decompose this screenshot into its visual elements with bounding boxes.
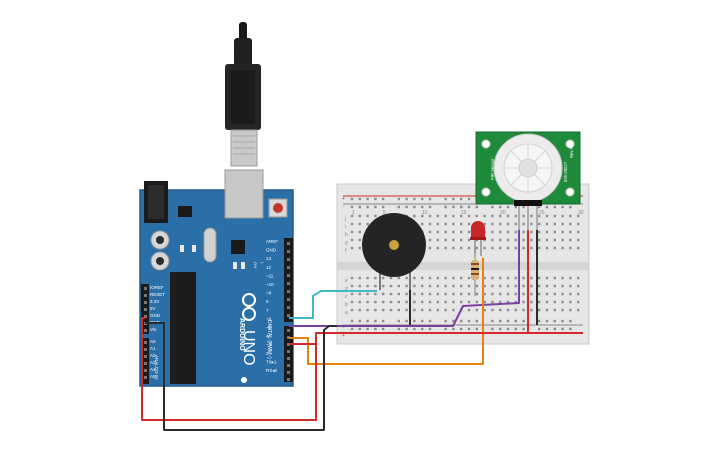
digital-pin-label: ~3 [266,342,272,347]
row-letter: i [345,224,346,230]
analog-pin-label: A4 [150,367,156,372]
power-pin-label: GND [150,313,161,318]
usb-cable-icon [225,22,261,167]
analog-label: ANALOG IN [154,355,159,380]
digital-pin-label: 4 [266,334,269,339]
svg-text:−: − [342,325,345,331]
row-letter: h [345,232,348,238]
pir-left-text: PIR Sensor [490,158,495,180]
digital-pin-label: ~11 [266,273,274,278]
pir-model-text: 555-28027 [563,161,568,182]
reset-button[interactable] [273,203,283,213]
row-letter: e [345,278,348,284]
digital-pin-label: RX◂0 [266,368,278,373]
analog-pin-label: A2 [150,353,156,358]
analog-pin-label: A5 [150,374,156,379]
power-pin-label: RESET [150,292,165,297]
pir-right-text: Rev A [569,147,574,158]
pir-sensor: PIR Sensor 555-28027 Rev A [475,131,581,300]
column-number: 1 [352,210,355,216]
wire-red-5v [141,317,317,421]
digital-pin-label: TX▸1 [266,359,277,364]
wires [141,230,583,431]
column-number: 10 [422,210,428,216]
breadboard-column-numbers: 1 5 10 15 20 25 30 [352,210,584,216]
arduino-board: ARDUINO UNO DIGITAL (PWM~) ANALOG IN ON … [139,169,294,387]
column-number: 30 [578,210,584,216]
digital-pin-label: 2 [266,351,269,356]
svg-text:+: + [342,196,345,202]
wire-orange [289,258,484,365]
l-label: L [260,262,265,265]
digital-label: DIGITAL (PWM~) [266,320,272,359]
power-pin-label: 3.3V [150,299,159,304]
on-label: ON [253,262,258,268]
wire-red-top [289,332,583,345]
svg-text:−: − [342,204,345,210]
pir-dome-icon [493,133,563,203]
wire-cyan [289,290,377,319]
arduino-board-name: UNO [240,330,257,366]
wire-black-gnd [145,322,337,431]
power-pin-label: Vin [150,327,157,332]
digital-pin-label: 13 [266,256,272,261]
row-letter: f [345,248,347,254]
digital-pin-label: AREF [266,239,278,244]
column-number: 15 [461,210,467,216]
resistor-icon [471,254,479,296]
digital-pin-label: ~10 [266,282,274,287]
column-number: 25 [539,210,545,216]
column-number: 5 [383,210,386,216]
svg-text:+: + [342,333,345,339]
row-letter: d [345,286,348,292]
analog-pin-label: A0 [150,339,156,344]
arduino-logo-icon [242,293,256,321]
analog-pin-label: A3 [150,360,156,365]
power-pin-label: IOREF [150,285,164,290]
power-pin-label: 5V [150,306,156,311]
power-jack-icon [144,181,168,223]
analog-pin-label: A1 [150,346,156,351]
breadboard-row-letters: j i h g f e d c b a [344,216,348,316]
arduino-brand: ARDUINO [238,318,245,351]
buzzer-icon [362,213,426,290]
row-letter: c [345,294,348,300]
column-number: 20 [500,210,506,216]
digital-pin-label: ~5 [266,325,272,330]
digital-pin-label: ~6 [266,316,272,321]
digital-pin-label: GND [266,248,277,253]
row-letter: a [345,310,348,316]
row-letter: g [345,240,348,246]
digital-pin-label: 12 [266,265,272,270]
row-letter: j [344,216,346,222]
led-icon [470,221,486,256]
wire-purple [289,230,520,327]
digital-pin-label: ~9 [266,291,272,296]
digital-pin-label: 8 [266,299,269,304]
digital-pin-label: 7 [266,308,269,313]
row-letter: b [345,302,348,308]
